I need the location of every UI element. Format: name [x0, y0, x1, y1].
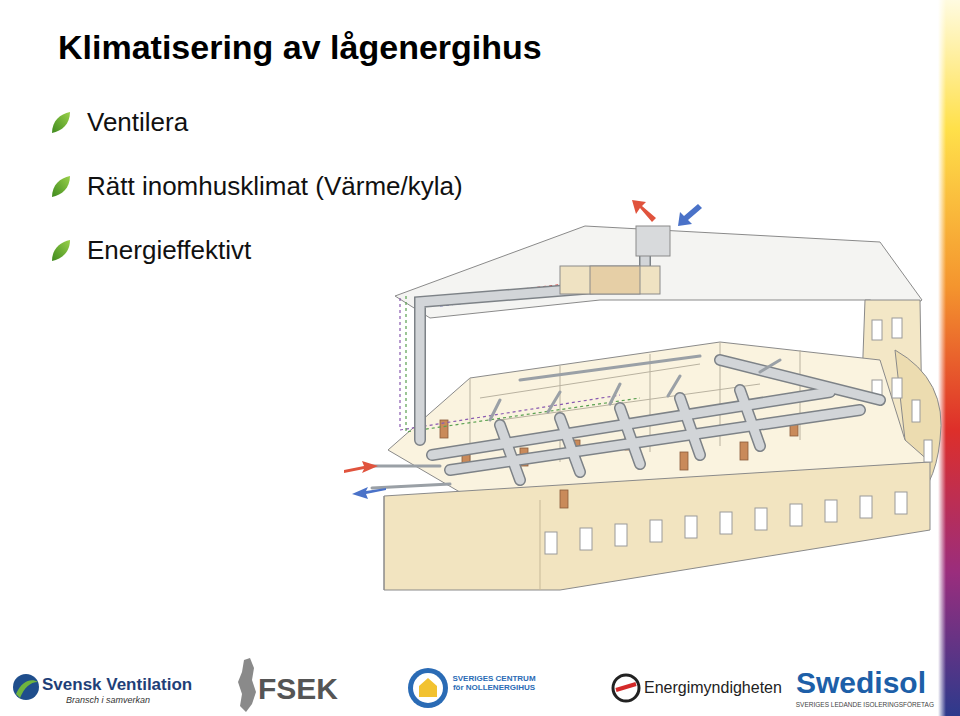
building: [384, 226, 941, 590]
bullet-text: Energieffektivt: [87, 236, 251, 266]
ducts: [372, 255, 880, 488]
strip-fade: [938, 0, 946, 716]
air-handling-unit: [560, 226, 670, 294]
windows: [545, 318, 932, 554]
bullet-leaves: [52, 112, 70, 261]
bullet-text: Rätt inomhusklimat (Värme/kyla): [87, 172, 463, 202]
bullet-text: Ventilera: [87, 108, 188, 138]
logo-text: Swedisol: [796, 666, 926, 701]
logo-text: Svensk Ventilation: [42, 675, 192, 695]
nollenergihus-logo: [408, 668, 448, 708]
svensk-ventilation-logo: [13, 674, 39, 700]
logo-text: Energimyndigheten: [644, 679, 782, 697]
slide-title: Klimatisering av lågenergihus: [58, 28, 542, 67]
energimyndigheten-logo: [613, 675, 639, 701]
logo-tagline: Bransch i samverkan: [66, 695, 150, 705]
logo-tagline: SVERIGES LEDANDE ISOLERINGSFÖRETAG: [796, 701, 934, 708]
color-strip: [938, 0, 960, 716]
air-arrows: [344, 200, 702, 499]
logo-text: FSEK: [258, 672, 338, 707]
sweden-map: [238, 658, 256, 712]
logo-text: SVERIGES CENTRUM för NOLLENERGIHUS: [452, 674, 536, 692]
